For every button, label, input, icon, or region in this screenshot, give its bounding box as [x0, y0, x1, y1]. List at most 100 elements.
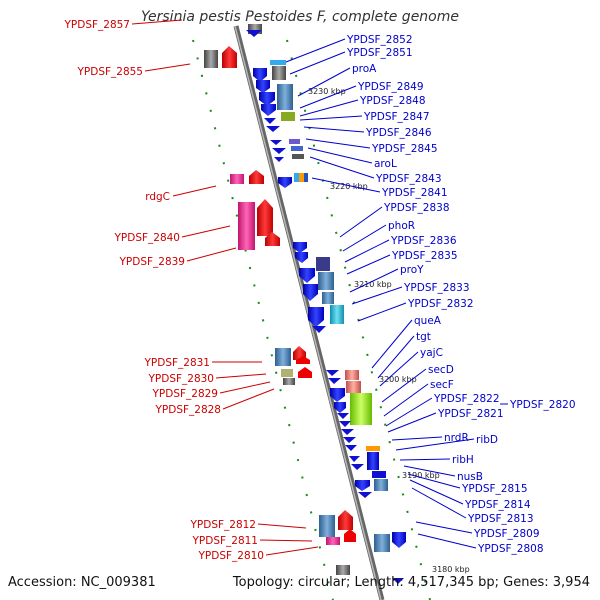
- gene-label: YPDSF_2831: [143, 357, 210, 369]
- gene-feature: [328, 378, 341, 384]
- gene-label: YPDSF_2848: [359, 95, 426, 107]
- tick-track-inner: [192, 39, 334, 600]
- gene-feature: [270, 60, 286, 65]
- gene-label: YPDSF_2830: [147, 373, 214, 385]
- gene-label: nrdR: [444, 432, 469, 444]
- gene-feature: [343, 437, 356, 443]
- gene-feature: [296, 356, 310, 364]
- gene-feature: [319, 515, 335, 537]
- gene-feature: [257, 199, 273, 236]
- gene-feature: [277, 84, 293, 110]
- right-gene-labels: YPDSF_2852 YPDSF_2851 proA YPDSF_2849 YP…: [346, 34, 576, 555]
- gene-feature: [281, 369, 293, 377]
- gene-label: YPDSF_2851: [346, 47, 413, 59]
- gene-feature: [367, 452, 379, 470]
- gene-feature: [345, 445, 357, 451]
- gene-feature: [339, 421, 351, 427]
- gene-feature: [351, 464, 364, 470]
- gene-feature: [330, 388, 345, 402]
- gene-label: YPDSF_2813: [467, 513, 534, 525]
- gene-feature: [278, 177, 292, 188]
- left-gene-labels: YPDSF_2857 YPDSF_2855 rdgC YPDSF_2840 YP…: [63, 19, 264, 562]
- gene-feature: [322, 292, 334, 304]
- gene-feature: [292, 154, 304, 159]
- gene-label: YPDSF_2812: [189, 519, 256, 531]
- gene-label: rdgC: [145, 191, 170, 203]
- gene-label: yajC: [420, 347, 443, 359]
- gene-feature: [372, 471, 386, 478]
- gene-feature: [366, 446, 380, 451]
- gene-label: YPDSF_2835: [391, 250, 458, 262]
- gene-feature: [304, 173, 308, 182]
- gene-label: phoR: [388, 220, 415, 232]
- gene-label: YPDSF_2829: [151, 388, 218, 400]
- gene-feature: [303, 284, 318, 301]
- gene-feature: [346, 381, 361, 393]
- gene-label: YPDSF_2828: [154, 404, 221, 416]
- gene-feature: [374, 534, 390, 552]
- kbp-scale: 3230 kbp 3220 kbp 3210 kbp 3200 kbp 3190…: [308, 87, 470, 574]
- tick-track-outer: [286, 39, 431, 600]
- gene-label: YPDSF_2843: [375, 173, 442, 185]
- gene-label: YPDSF_2836: [390, 235, 457, 247]
- gene-label: YPDSF_2846: [365, 127, 432, 139]
- gene-feature: [270, 140, 282, 145]
- gene-label: YPDSF_2821: [437, 408, 504, 420]
- gene-label: YPDSF_2840: [113, 232, 180, 244]
- gene-feature: [238, 202, 255, 250]
- gene-feature: [266, 126, 280, 132]
- gene-label: YPDSF_2838: [383, 202, 450, 214]
- gene-label: aroL: [374, 158, 397, 170]
- gene-label: YPDSF_2855: [76, 66, 143, 78]
- gene-feature: [308, 307, 324, 327]
- kbp-tick: 3220 kbp: [330, 182, 368, 191]
- gene-feature: [345, 370, 359, 380]
- kbp-tick: 3210 kbp: [354, 280, 392, 289]
- kbp-tick: 3190 kbp: [402, 471, 440, 480]
- kbp-tick: 3180 kbp: [432, 565, 470, 574]
- gene-label: YPDSF_2814: [464, 499, 531, 511]
- gene-label: YPDSF_2810: [197, 550, 264, 562]
- gene-feature: [222, 46, 237, 68]
- gene-label: YPDSF_2832: [407, 298, 474, 310]
- gene-feature: [275, 348, 291, 366]
- gene-label: YPDSF_2808: [477, 543, 544, 555]
- gene-feature: [318, 272, 334, 290]
- gene-feature: [264, 118, 276, 124]
- gene-feature: [392, 578, 404, 584]
- gene-feature: [355, 480, 370, 491]
- gene-feature: [274, 157, 284, 162]
- genome-summary-text: Topology: circular; Length: 4,517,345 bp…: [232, 575, 590, 590]
- gene-label: ribD: [476, 434, 498, 446]
- gene-feature: [338, 510, 353, 530]
- left-connectors: [131, 19, 319, 556]
- gene-label: YPDSF_2815: [461, 483, 528, 495]
- gene-label: secD: [428, 364, 454, 376]
- right-connectors: [285, 38, 508, 549]
- gene-label: YPDSF_2841: [381, 187, 448, 199]
- gene-label: YPDSF_2811: [191, 535, 258, 547]
- gene-label: YPDSF_2857: [63, 19, 130, 31]
- gene-feature: [374, 479, 388, 491]
- gene-feature: [312, 326, 326, 333]
- gene-feature: [246, 30, 262, 37]
- gene-feature: [261, 104, 276, 116]
- gene-feature: [344, 529, 356, 542]
- gene-label: YPDSF_2849: [357, 81, 424, 93]
- gene-feature: [294, 173, 299, 182]
- gene-label: YPDSF_2839: [118, 256, 185, 268]
- gene-feature: [337, 413, 349, 419]
- kbp-tick: 3200 kbp: [379, 375, 417, 384]
- gene-feature: [256, 80, 270, 93]
- gene-label: YPDSF_2845: [371, 143, 438, 155]
- gene-feature: [350, 393, 372, 425]
- kbp-tick: 3230 kbp: [308, 87, 346, 96]
- gene-feature: [349, 456, 360, 462]
- gene-label: YPDSF_2847: [363, 111, 430, 123]
- gene-feature: [358, 492, 372, 498]
- gene-label: YPDSF_2833: [403, 282, 470, 294]
- gene-label: proA: [352, 63, 377, 75]
- map-title: Yersinia pestis Pestoides F, complete ge…: [141, 9, 459, 25]
- gene-feature: [316, 257, 330, 271]
